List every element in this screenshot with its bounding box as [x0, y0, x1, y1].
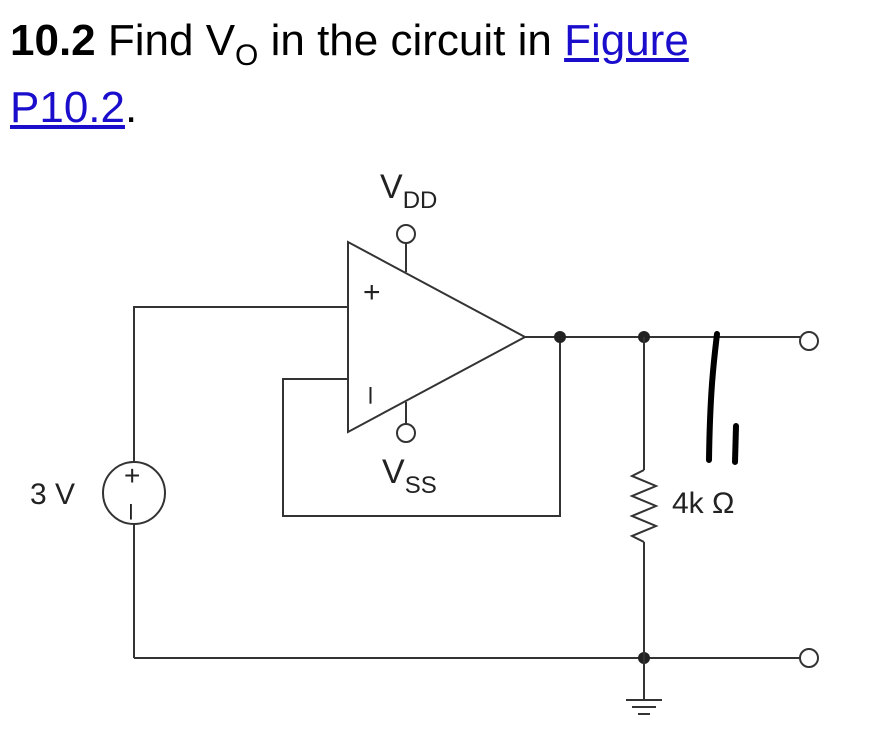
vss-label: VSS	[382, 453, 437, 499]
resistor-zigzag	[629, 469, 659, 543]
handwritten-vo-marks	[706, 331, 739, 465]
problem-number: 10.2	[10, 16, 96, 65]
vdd-terminal[interactable]	[396, 224, 416, 244]
period: .	[124, 83, 138, 132]
source-minus-sign: –	[118, 504, 149, 520]
feedback-wire	[282, 337, 561, 517]
output-node-dot	[554, 331, 566, 343]
vdd-label: VDD	[380, 168, 437, 214]
source-plus-sign: +	[124, 460, 140, 491]
plus-input-wire	[133, 306, 348, 462]
problem-text-after: in the circuit in	[258, 16, 565, 65]
output-terminal[interactable]	[799, 331, 819, 351]
minus-input-sign: –	[356, 387, 389, 404]
source-value-label: 3 V	[30, 478, 75, 511]
ground-icon	[626, 699, 662, 715]
ground-terminal[interactable]	[799, 648, 819, 668]
plus-input-sign: +	[363, 276, 381, 309]
figure-link-line1: Figure	[564, 16, 689, 65]
opamp-triangle	[347, 240, 528, 434]
figure-link-line2: P10.2	[10, 83, 125, 132]
vo-subscript: O	[235, 39, 259, 72]
vss-terminal[interactable]	[396, 423, 416, 443]
problem-text-before: Find V	[107, 16, 236, 65]
resistor-value-label: 4k Ω	[672, 487, 734, 520]
